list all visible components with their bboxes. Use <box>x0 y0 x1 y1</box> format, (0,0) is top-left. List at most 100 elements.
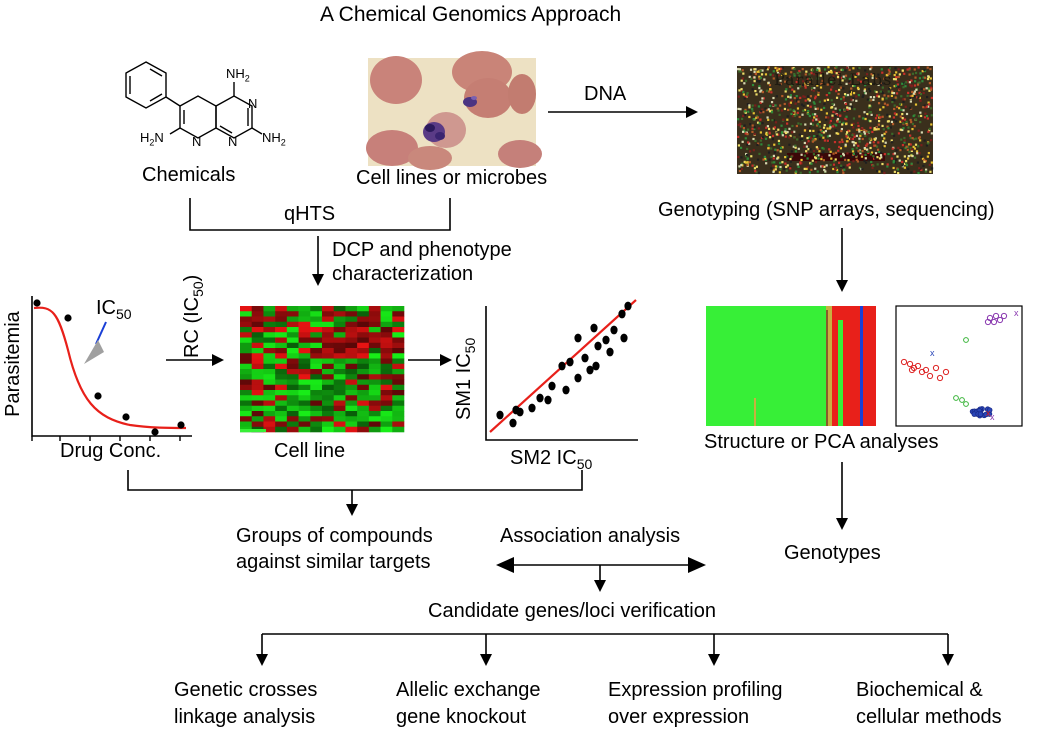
array-spot <box>790 71 793 74</box>
array-spot <box>755 165 758 168</box>
array-spot <box>759 139 762 142</box>
array-spot <box>887 120 890 123</box>
array-spot <box>928 82 931 85</box>
heatmap-cell <box>298 374 311 380</box>
array-spot <box>749 150 752 153</box>
heatmap-cell <box>333 384 346 391</box>
heatmap-cell <box>298 342 311 349</box>
array-spot <box>826 135 830 138</box>
array-spot <box>855 134 858 137</box>
heatmap-cell <box>380 321 393 328</box>
array-spot <box>838 88 841 92</box>
array-spot <box>926 142 930 145</box>
array-spot <box>844 158 847 161</box>
array-spot <box>869 126 872 129</box>
outcome-expression-line2: over expression <box>608 706 750 728</box>
array-spot <box>883 171 886 175</box>
array-spot <box>756 121 760 124</box>
array-spot <box>883 77 886 80</box>
array-spot <box>894 84 898 87</box>
array-spot <box>839 155 843 158</box>
array-spot <box>795 94 798 98</box>
array-spot <box>788 127 791 130</box>
heatmap-cell <box>357 416 370 422</box>
array-spot <box>768 84 772 87</box>
array-spot <box>837 161 841 164</box>
array-spot <box>878 113 881 117</box>
array-spot <box>791 131 794 134</box>
heatmap-cell <box>380 390 393 396</box>
array-spot <box>781 94 784 98</box>
array-spot <box>753 167 757 170</box>
array-spot <box>762 97 765 100</box>
array-spot <box>746 153 749 157</box>
array-spot <box>878 170 881 173</box>
array-spot <box>848 166 851 169</box>
array-spot <box>858 166 862 170</box>
pca-point-green <box>963 337 969 343</box>
array-spot <box>863 89 866 92</box>
array-spot <box>821 165 824 168</box>
heatmap-cell <box>333 316 346 323</box>
array-spot <box>839 165 843 168</box>
array-spot <box>900 103 903 106</box>
array-spot <box>778 70 782 73</box>
pca-cross-marker: x <box>986 408 991 418</box>
array-spot <box>858 130 861 133</box>
pca-cross-marker: x <box>1014 308 1019 318</box>
array-spot <box>772 70 775 73</box>
array-spot <box>753 133 756 136</box>
array-spot <box>895 92 899 95</box>
heatmap-cell <box>251 390 264 396</box>
array-spot <box>738 68 742 71</box>
heatmap-cell <box>251 416 264 422</box>
array-spot <box>760 73 764 76</box>
array-spot <box>920 168 923 171</box>
array-spot <box>811 140 815 143</box>
array-spot <box>816 74 819 77</box>
array-spot <box>848 68 851 72</box>
array-spot <box>914 71 918 75</box>
genotyping-label: Genotyping (SNP arrays, sequencing) <box>658 199 995 221</box>
array-spot <box>923 68 926 72</box>
array-spot <box>866 82 870 85</box>
array-spot <box>850 105 853 109</box>
array-spot <box>840 138 844 141</box>
array-spot <box>928 89 931 92</box>
pca-cross-marker: x <box>930 348 935 358</box>
array-spot <box>797 147 800 150</box>
array-spot <box>754 72 758 76</box>
array-spot <box>770 91 773 94</box>
array-overlay-text: Parallel Labs <box>774 70 893 89</box>
array-spot <box>876 94 879 98</box>
heatmap-cell <box>380 342 393 349</box>
array-spot <box>877 95 881 98</box>
array-spot <box>848 77 851 81</box>
heatmap-cell <box>333 390 346 396</box>
array-spot <box>845 122 848 125</box>
array-spot <box>783 167 786 171</box>
ic50-pointer-arrowhead <box>84 340 104 364</box>
array-spot <box>796 71 799 75</box>
array-spot <box>875 128 878 131</box>
array-spot <box>802 80 805 83</box>
heatmap-cell <box>298 353 311 359</box>
array-spot <box>779 79 782 82</box>
heatmap-cell <box>240 311 253 317</box>
array-spot <box>757 105 760 108</box>
array-spot <box>833 123 836 126</box>
array-spot <box>748 75 751 79</box>
array-spot <box>868 137 871 140</box>
array-spot <box>838 114 842 118</box>
array-spot <box>914 143 918 146</box>
heatmap-cell <box>286 374 299 380</box>
array-spot <box>757 171 761 175</box>
array-spot <box>758 122 761 125</box>
array-spot <box>913 125 916 128</box>
array-spot <box>846 108 849 111</box>
array-spot <box>764 67 768 70</box>
heatmap-cell <box>392 306 405 312</box>
array-spot <box>754 170 757 173</box>
array-spot <box>891 99 894 102</box>
